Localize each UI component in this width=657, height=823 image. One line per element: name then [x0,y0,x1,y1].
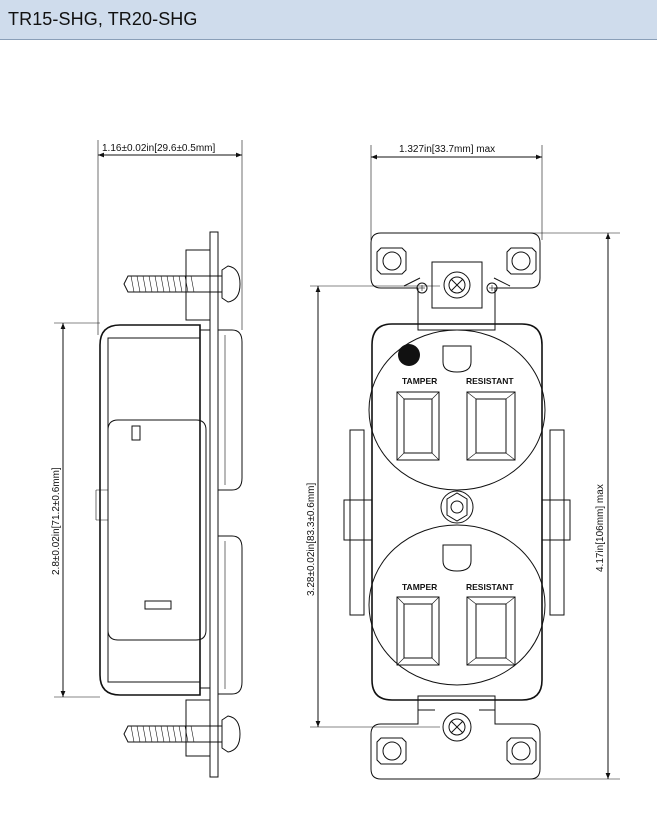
bottom-resistant-label: RESISTANT [466,582,514,592]
front-width-dimension: 1.327in[33.7mm] max [399,144,495,155]
indicator-dot [398,344,420,366]
front-inner-height-dimension: 3.28±0.02in[83.3±0.6mm] [306,483,317,596]
side-width-dimension: 1.16±0.02in[29.6±0.5mm] [102,143,215,154]
top-resistant-label: RESISTANT [466,376,514,386]
page-header: TR15-SHG, TR20-SHG [0,0,657,40]
front-total-height-dimension: 4.17in[106mm] max [595,484,606,572]
side-height-dimension: 2.8±0.02in[71.2±0.6mm] [51,467,62,575]
top-mounting-screw [123,265,241,303]
bottom-tamper-label: TAMPER [402,582,437,592]
bottom-mounting-screw [123,715,241,753]
side-view: 1.16±0.02in[29.6±0.5mm] 2.8±0.02in[71.2±… [51,140,243,778]
front-view: 1.327in[33.7mm] max 3.28±0.02in[83.3±0.6… [306,144,620,780]
page-title: TR15-SHG, TR20-SHG [8,9,198,29]
receptacle-drawing: 1.16±0.02in[29.6±0.5mm] 2.8±0.02in[71.2±… [51,140,620,780]
top-tamper-label: TAMPER [402,376,437,386]
